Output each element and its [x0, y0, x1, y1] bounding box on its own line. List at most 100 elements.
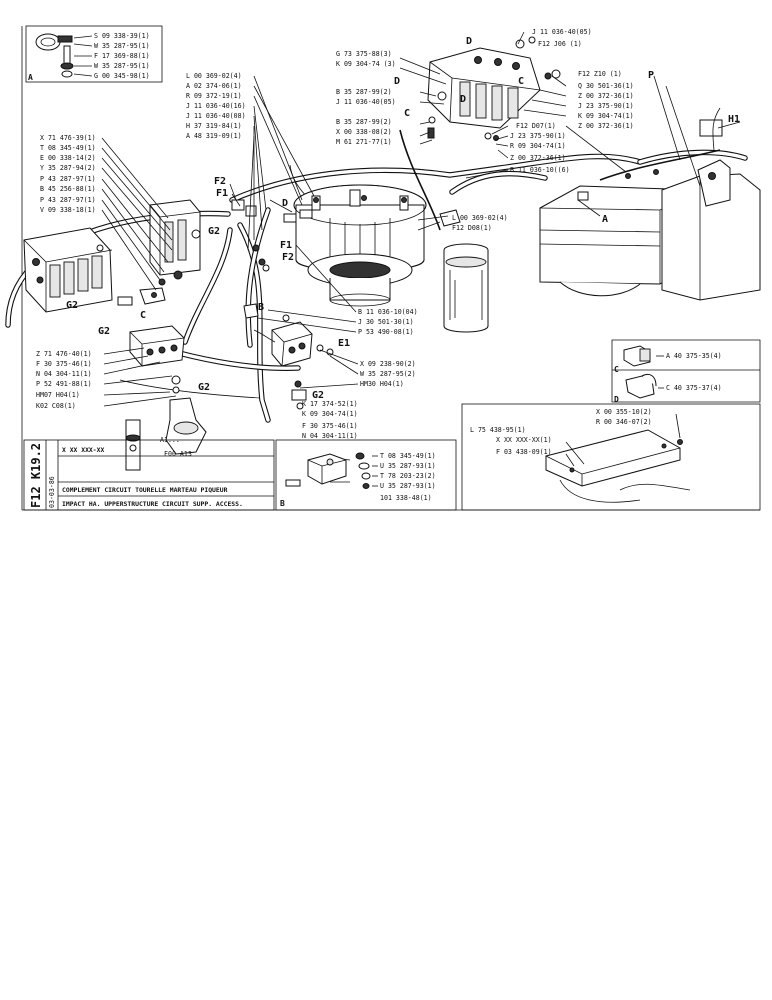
detail-b-label: B [280, 499, 285, 508]
sheet-code: F12 K19.2 [29, 443, 43, 508]
valve-left-lower [125, 325, 207, 471]
part-label: A 02 374-06(1) [186, 82, 242, 90]
inset-a-part-3: F 17 369-88(1) [94, 52, 150, 60]
marker-h1: H1 [728, 114, 740, 125]
valve-stack-top [427, 36, 561, 141]
part-label: P 52 491-88(1) [36, 380, 92, 388]
inset-c-part: A 40 375-35(4) [666, 352, 722, 360]
part-label: M 61 271-77(1) [336, 138, 392, 146]
part-label: G 73 375-88(3) [336, 50, 392, 58]
sheet-date: 03-03-86 [48, 476, 56, 508]
part-label: E 00 338-14(2) [40, 154, 96, 162]
part-label: A 48 319-09(1) [186, 132, 242, 140]
part-label: 101 338-48(1) [380, 494, 432, 502]
inset-cover-plate-box [461, 403, 761, 511]
marker-c: C [140, 310, 146, 321]
inset-a-part-4: W 35 287-95(1) [94, 62, 150, 70]
part-label: P 43 287-97(1) [40, 175, 96, 183]
inset-d-label: D [614, 395, 619, 404]
part-label: V 09 338-18(1) [40, 206, 96, 214]
part-label: W 35 287-95(2) [360, 370, 416, 378]
labels-center-upper: L 00 369-02(4) A 02 374-06(1) R 09 372-1… [186, 72, 246, 140]
title-french: COMPLEMENT CIRCUIT TOURELLE MARTEAU PIQU… [62, 486, 228, 494]
detail-b: B K 17 374-52(1) K 09 304-74(1) F 30 375… [275, 400, 457, 511]
fittings-center-upper [231, 195, 461, 272]
inset-a-part-1: S 09 338-39(1) [94, 32, 150, 40]
marker-d: D [466, 36, 472, 47]
labels-left-lower: Z 71 476-40(1) F 30 375-46(1) N 04 304-1… [36, 350, 192, 458]
title-block: F12 K19.2 03-03-86 X XX XXX-XX COMPLEMEN… [23, 439, 275, 511]
part-label: K02 C08(1) [36, 402, 76, 410]
part-label: X 71 476-39(1) [40, 134, 96, 142]
part-label: K 09 304-74(1) [302, 410, 358, 418]
part-label: J 23 375-90(1) [578, 102, 634, 110]
part-label: F12 D07(1) [516, 122, 556, 130]
marker-d: D [460, 94, 466, 105]
part-label: F 03 438-09(1) [496, 448, 552, 456]
clamp-ring [35, 33, 61, 51]
part-label: K 09 304-74(1) [578, 112, 634, 120]
part-label: B 11 036-10((6) [510, 166, 570, 174]
part-label: K 09 304-74 (3) [336, 60, 396, 68]
part-label: X 00 338-08(2) [336, 128, 392, 136]
engine-block-right [539, 107, 761, 301]
part-label: J 11 036-40(08) [186, 112, 246, 120]
marker-d: D [282, 198, 288, 209]
part-label: J 30 501-30(1) [358, 318, 414, 326]
marker-g2: G2 [98, 326, 110, 337]
marker-d: D [394, 76, 400, 87]
marker-g2: G2 [66, 300, 78, 311]
detail-b-box [275, 439, 457, 511]
inset-d-part: C 40 375-37(4) [666, 384, 722, 392]
marker-g2: G2 [208, 226, 220, 237]
part-label: Z 00 372-36(1) [578, 122, 634, 130]
part-label: F 30 375-46(1) [302, 422, 358, 430]
inset-c-d: C A 40 375-35(4) D C 40 375-37(4) [611, 339, 761, 404]
marker-g2: G2 [312, 390, 324, 401]
part-label: P 43 287-97(1) [40, 196, 96, 204]
part-label: R 09 304-74(1) [510, 142, 566, 150]
inset-cover-plate: L 75 438-95(1) X XX XXX-XX(1) F 03 438-0… [461, 403, 761, 511]
part-label: U 35 287-93(1) [380, 462, 436, 470]
inset-a-box [25, 25, 163, 83]
valve-block-left-top [117, 199, 201, 306]
part-label: R 00 346-07(2) [596, 418, 652, 426]
part-label: Z 00 372-36(1) [578, 92, 634, 100]
valve-bank-left [23, 227, 113, 313]
marker-c: C [404, 108, 410, 119]
marker-a: A [602, 214, 608, 225]
part-label: B 35 287-99(2) [336, 88, 392, 96]
marker-c: C [518, 76, 524, 87]
inset-a: S 09 338-39(1) W 35 287-95(1) F 17 369-8… [25, 25, 163, 83]
part-label: B 35 287-99(2) [336, 118, 392, 126]
reference-markers: D D D D C C C P H1 A F2 F1 F1 F2 B E1 G2… [66, 36, 740, 401]
part-label: L 75 438-95(1) [470, 426, 526, 434]
part-label: HM07 H04(1) [36, 391, 80, 399]
part-label: T 08 345-49(1) [40, 144, 96, 152]
part-label: J 23 375-90(1) [510, 132, 566, 140]
part-label: F12 Z10 (1) [578, 70, 622, 78]
part-label: J 11 036-40(05) [336, 98, 396, 106]
leader-lines [101, 31, 741, 483]
hose-network [5, 129, 748, 423]
marker-g2: G2 [198, 382, 210, 393]
part-number-placeholder: X XX XXX-XX [62, 446, 104, 454]
part-label: F12 J06 (1) [538, 40, 582, 48]
marker-f2: F2 [282, 252, 294, 263]
inset-a-label: A [28, 73, 33, 82]
part-label: Y 35 287-94(2) [40, 164, 96, 172]
part-label: L 00 369-02(4) [452, 214, 508, 222]
clamp-bolt-head [57, 35, 73, 43]
part-label: X 09 238-90(2) [360, 360, 416, 368]
inset-a-part-5: G 00 345-98(1) [94, 72, 150, 80]
inset-c-label: C [614, 365, 619, 374]
labels-left-column: X 71 476-39(1) T 08 345-49(1) E 00 338-1… [40, 134, 96, 214]
title-english: IMPACT HA. UPPERSTRUCTURE CIRCUIT SUPP. … [62, 500, 243, 508]
labels-top-center: J 11 036-40(05) F12 J06 (1) G 73 375-88(… [336, 28, 634, 174]
labels-center-mid: L 00 369-02(4) F12 D08(1) B 11 036-10(04… [358, 214, 508, 388]
part-label: B 45 256-88(1) [40, 185, 96, 193]
marker-f2: F2 [214, 176, 226, 187]
part-label: P 53 490-08(1) [358, 328, 414, 336]
part-label: X XX XXX-XX(1) [496, 436, 552, 444]
